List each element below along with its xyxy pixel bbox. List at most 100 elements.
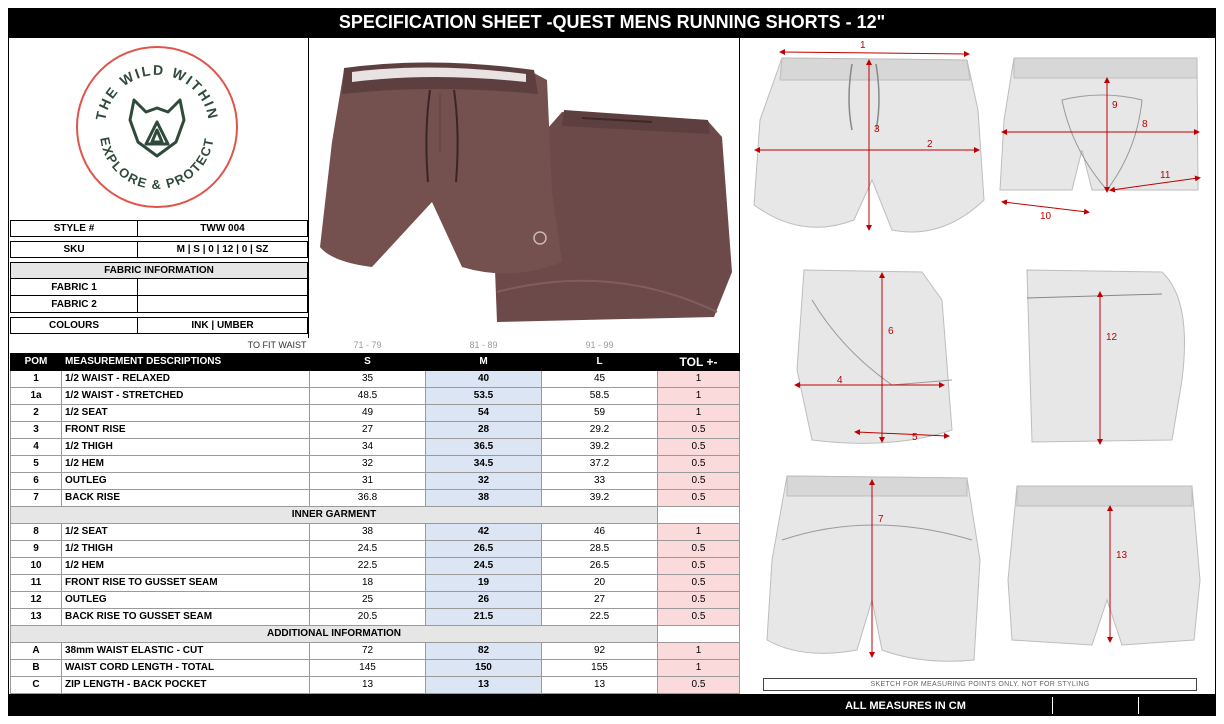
- sku-label: SKU: [11, 242, 138, 257]
- fabric2-label: FABRIC 2: [11, 296, 138, 312]
- size-l-cell: 22.5: [541, 608, 658, 626]
- measure-line: [779, 49, 970, 57]
- desc-cell: WAIST CORD LENGTH - TOTAL: [61, 659, 310, 677]
- size-s-cell: 72: [309, 642, 426, 660]
- section-spacer: [657, 625, 740, 643]
- measure-label: 1: [860, 40, 866, 51]
- size-l-cell: 46: [541, 523, 658, 541]
- tol-cell: 0.5: [657, 472, 740, 490]
- size-l-cell: 33: [541, 472, 658, 490]
- product-photo: [312, 42, 736, 334]
- size-m-cell: 36.5: [425, 438, 542, 456]
- pom-cell: 9: [10, 540, 62, 558]
- divider: [739, 37, 740, 695]
- desc-cell: 1/2 THIGH: [61, 438, 310, 456]
- size-l-cell: 58.5: [541, 387, 658, 405]
- tol-cell: 0.5: [657, 557, 740, 575]
- size-m-cell: 53.5: [425, 387, 542, 405]
- footer-bar: ALL MEASURES IN CM: [8, 695, 1216, 716]
- size-m-cell: 13: [425, 676, 542, 694]
- desc-cell: 38mm WAIST ELASTIC - CUT: [61, 642, 310, 660]
- style-row: STYLE # TWW 004: [10, 220, 308, 237]
- fabric1-value: [138, 279, 307, 295]
- tol-cell: 0.5: [657, 438, 740, 456]
- sheet-frame: [8, 37, 1216, 695]
- desc-cell: 1/2 SEAT: [61, 404, 310, 422]
- size-s-cell: 13: [309, 676, 426, 694]
- desc-cell: 1/2 WAIST - RELAXED: [61, 370, 310, 388]
- colours-value: INK | UMBER: [191, 320, 254, 331]
- header-desc: MEASUREMENT DESCRIPTIONS: [61, 353, 310, 371]
- pom-cell: 1: [10, 370, 62, 388]
- desc-cell: FRONT RISE TO GUSSET SEAM: [61, 574, 310, 592]
- pom-cell: 6: [10, 472, 62, 490]
- pom-cell: 2: [10, 404, 62, 422]
- size-m-cell: 54: [425, 404, 542, 422]
- footer-divider: [1052, 697, 1053, 714]
- sketch-inner-side: [1026, 269, 1185, 443]
- tol-cell: 0.5: [657, 455, 740, 473]
- measure-label: 7: [878, 514, 884, 525]
- size-m-cell: 24.5: [425, 557, 542, 575]
- fit-waist-row: TO FIT WAIST 71 - 79 81 - 89 91 - 99: [11, 338, 740, 354]
- fit-range-m: 81 - 89: [469, 340, 498, 350]
- size-s-cell: 36.8: [309, 489, 426, 507]
- style-label: STYLE #: [11, 221, 138, 236]
- sku-row: SKU M | S | 0 | 12 | 0 | SZ: [10, 241, 308, 258]
- fabric1-label: FABRIC 1: [11, 279, 138, 295]
- size-s-cell: 32: [309, 455, 426, 473]
- fabric-header: FABRIC INFORMATION: [10, 262, 308, 279]
- size-m-cell: 34.5: [425, 455, 542, 473]
- size-s-cell: 38: [309, 523, 426, 541]
- size-m-cell: 150: [425, 659, 542, 677]
- size-l-cell: 45: [541, 370, 658, 388]
- pom-cell: 12: [10, 591, 62, 609]
- size-l-cell: 39.2: [541, 438, 658, 456]
- desc-cell: BACK RISE: [61, 489, 310, 507]
- size-s-cell: 22.5: [309, 557, 426, 575]
- desc-cell: BACK RISE TO GUSSET SEAM: [61, 608, 310, 626]
- tol-cell: 0.5: [657, 421, 740, 439]
- measure-line: [1109, 175, 1201, 193]
- desc-cell: 1/2 THIGH: [61, 540, 310, 558]
- desc-cell: ZIP LENGTH - BACK POCKET: [61, 676, 310, 694]
- tol-cell: 1: [657, 523, 740, 541]
- desc-cell: 1/2 WAIST - STRETCHED: [61, 387, 310, 405]
- section-header: INNER GARMENT: [10, 506, 740, 524]
- measure-label: 2: [927, 139, 933, 150]
- fit-range-l: 91 - 99: [585, 340, 614, 350]
- footer-text: ALL MEASURES IN CM: [845, 699, 966, 712]
- measure-line: [854, 429, 950, 439]
- desc-cell: 1/2 SEAT: [61, 523, 310, 541]
- desc-cell: 1/2 HEM: [61, 455, 310, 473]
- tol-cell: 0.5: [657, 574, 740, 592]
- svg-text:THE WILD WITHIN: THE WILD WITHIN: [92, 62, 221, 122]
- size-l-cell: 13: [541, 676, 658, 694]
- size-l-cell: 27: [541, 591, 658, 609]
- tol-cell: 1: [657, 387, 740, 405]
- size-m-cell: 82: [425, 642, 542, 660]
- size-s-cell: 24.5: [309, 540, 426, 558]
- tol-cell: 1: [657, 370, 740, 388]
- measure-line: [1001, 199, 1090, 215]
- size-l-cell: 155: [541, 659, 658, 677]
- size-s-cell: 145: [309, 659, 426, 677]
- pom-cell: A: [10, 642, 62, 660]
- sheet-title: SPECIFICATION SHEET -QUEST MENS RUNNING …: [8, 8, 1216, 37]
- pom-cell: 8: [10, 523, 62, 541]
- sketch-inner-front: [999, 57, 1199, 191]
- pom-cell: 4: [10, 438, 62, 456]
- size-m-cell: 21.5: [425, 608, 542, 626]
- size-s-cell: 20.5: [309, 608, 426, 626]
- pom-cell: 13: [10, 608, 62, 626]
- tol-cell: 0.5: [657, 540, 740, 558]
- size-m-cell: 38: [425, 489, 542, 507]
- pom-cell: B: [10, 659, 62, 677]
- measure-label: 13: [1116, 550, 1128, 561]
- pom-cell: C: [10, 676, 62, 694]
